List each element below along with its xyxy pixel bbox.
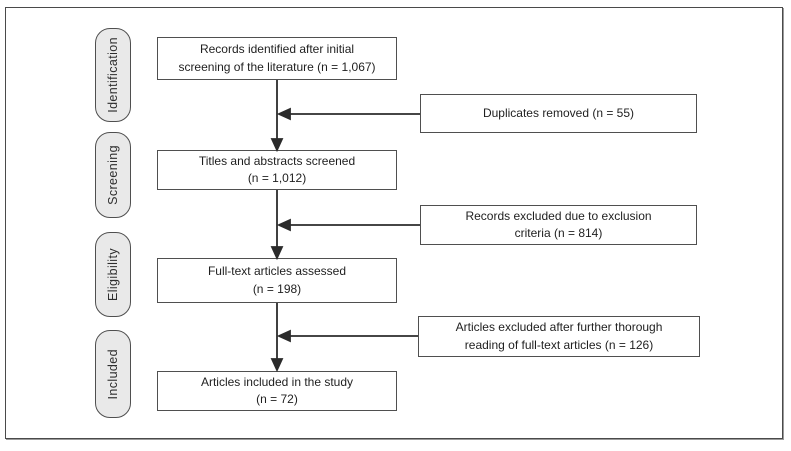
exclusion-box-text-line2: reading of full-text articles (n = 126) (464, 337, 654, 352)
stage-label-identification: Identification (106, 37, 120, 113)
flow-box-text-line2: screening of the literature (n = 1,067) (178, 59, 376, 74)
flow-box-text-line2: (n = 72) (256, 392, 298, 406)
stage-pill-eligibility: Eligibility (95, 232, 131, 317)
exclusion-box-records-excluded: Records excluded due to exclusion criter… (420, 205, 697, 245)
stage-pill-included: Included (95, 330, 131, 418)
stage-label-screening: Screening (106, 145, 120, 205)
flow-box-text-line1: Full-text articles assessed (207, 264, 347, 279)
flow-box-records-identified: Records identified after initial screeni… (157, 37, 397, 80)
exclusion-box-duplicates-removed: Duplicates removed (n = 55) (420, 94, 697, 133)
exclusion-box-text-line1: Articles excluded after further thorough (455, 320, 663, 335)
exclusion-box-text-line1: Duplicates removed (n = 55) (482, 105, 635, 120)
stage-pill-identification: Identification (95, 28, 131, 122)
flow-box-titles-abstracts-screened: Titles and abstracts screened (n = 1,012… (157, 150, 397, 190)
flow-box-text-line1: Articles included in the study (200, 374, 354, 389)
flow-box-articles-included: Articles included in the study (n = 72) (157, 371, 397, 411)
flow-box-text-line1: Records identified after initial (199, 42, 355, 57)
stage-label-included: Included (106, 348, 120, 400)
stage-label-eligibility: Eligibility (106, 247, 120, 302)
stage-pill-screening: Screening (95, 132, 131, 218)
flow-box-text-line2: (n = 1,012) (247, 171, 307, 185)
flow-box-text-line2: (n = 198) (252, 281, 302, 296)
exclusion-box-text-line2: criteria (n = 814) (514, 226, 603, 240)
flow-box-full-text-assessed: Full-text articles assessed (n = 198) (157, 258, 397, 303)
exclusion-box-articles-excluded: Articles excluded after further thorough… (418, 316, 700, 357)
flow-box-text-line1: Titles and abstracts screened (198, 153, 356, 168)
exclusion-box-text-line1: Records excluded due to exclusion (465, 208, 652, 223)
